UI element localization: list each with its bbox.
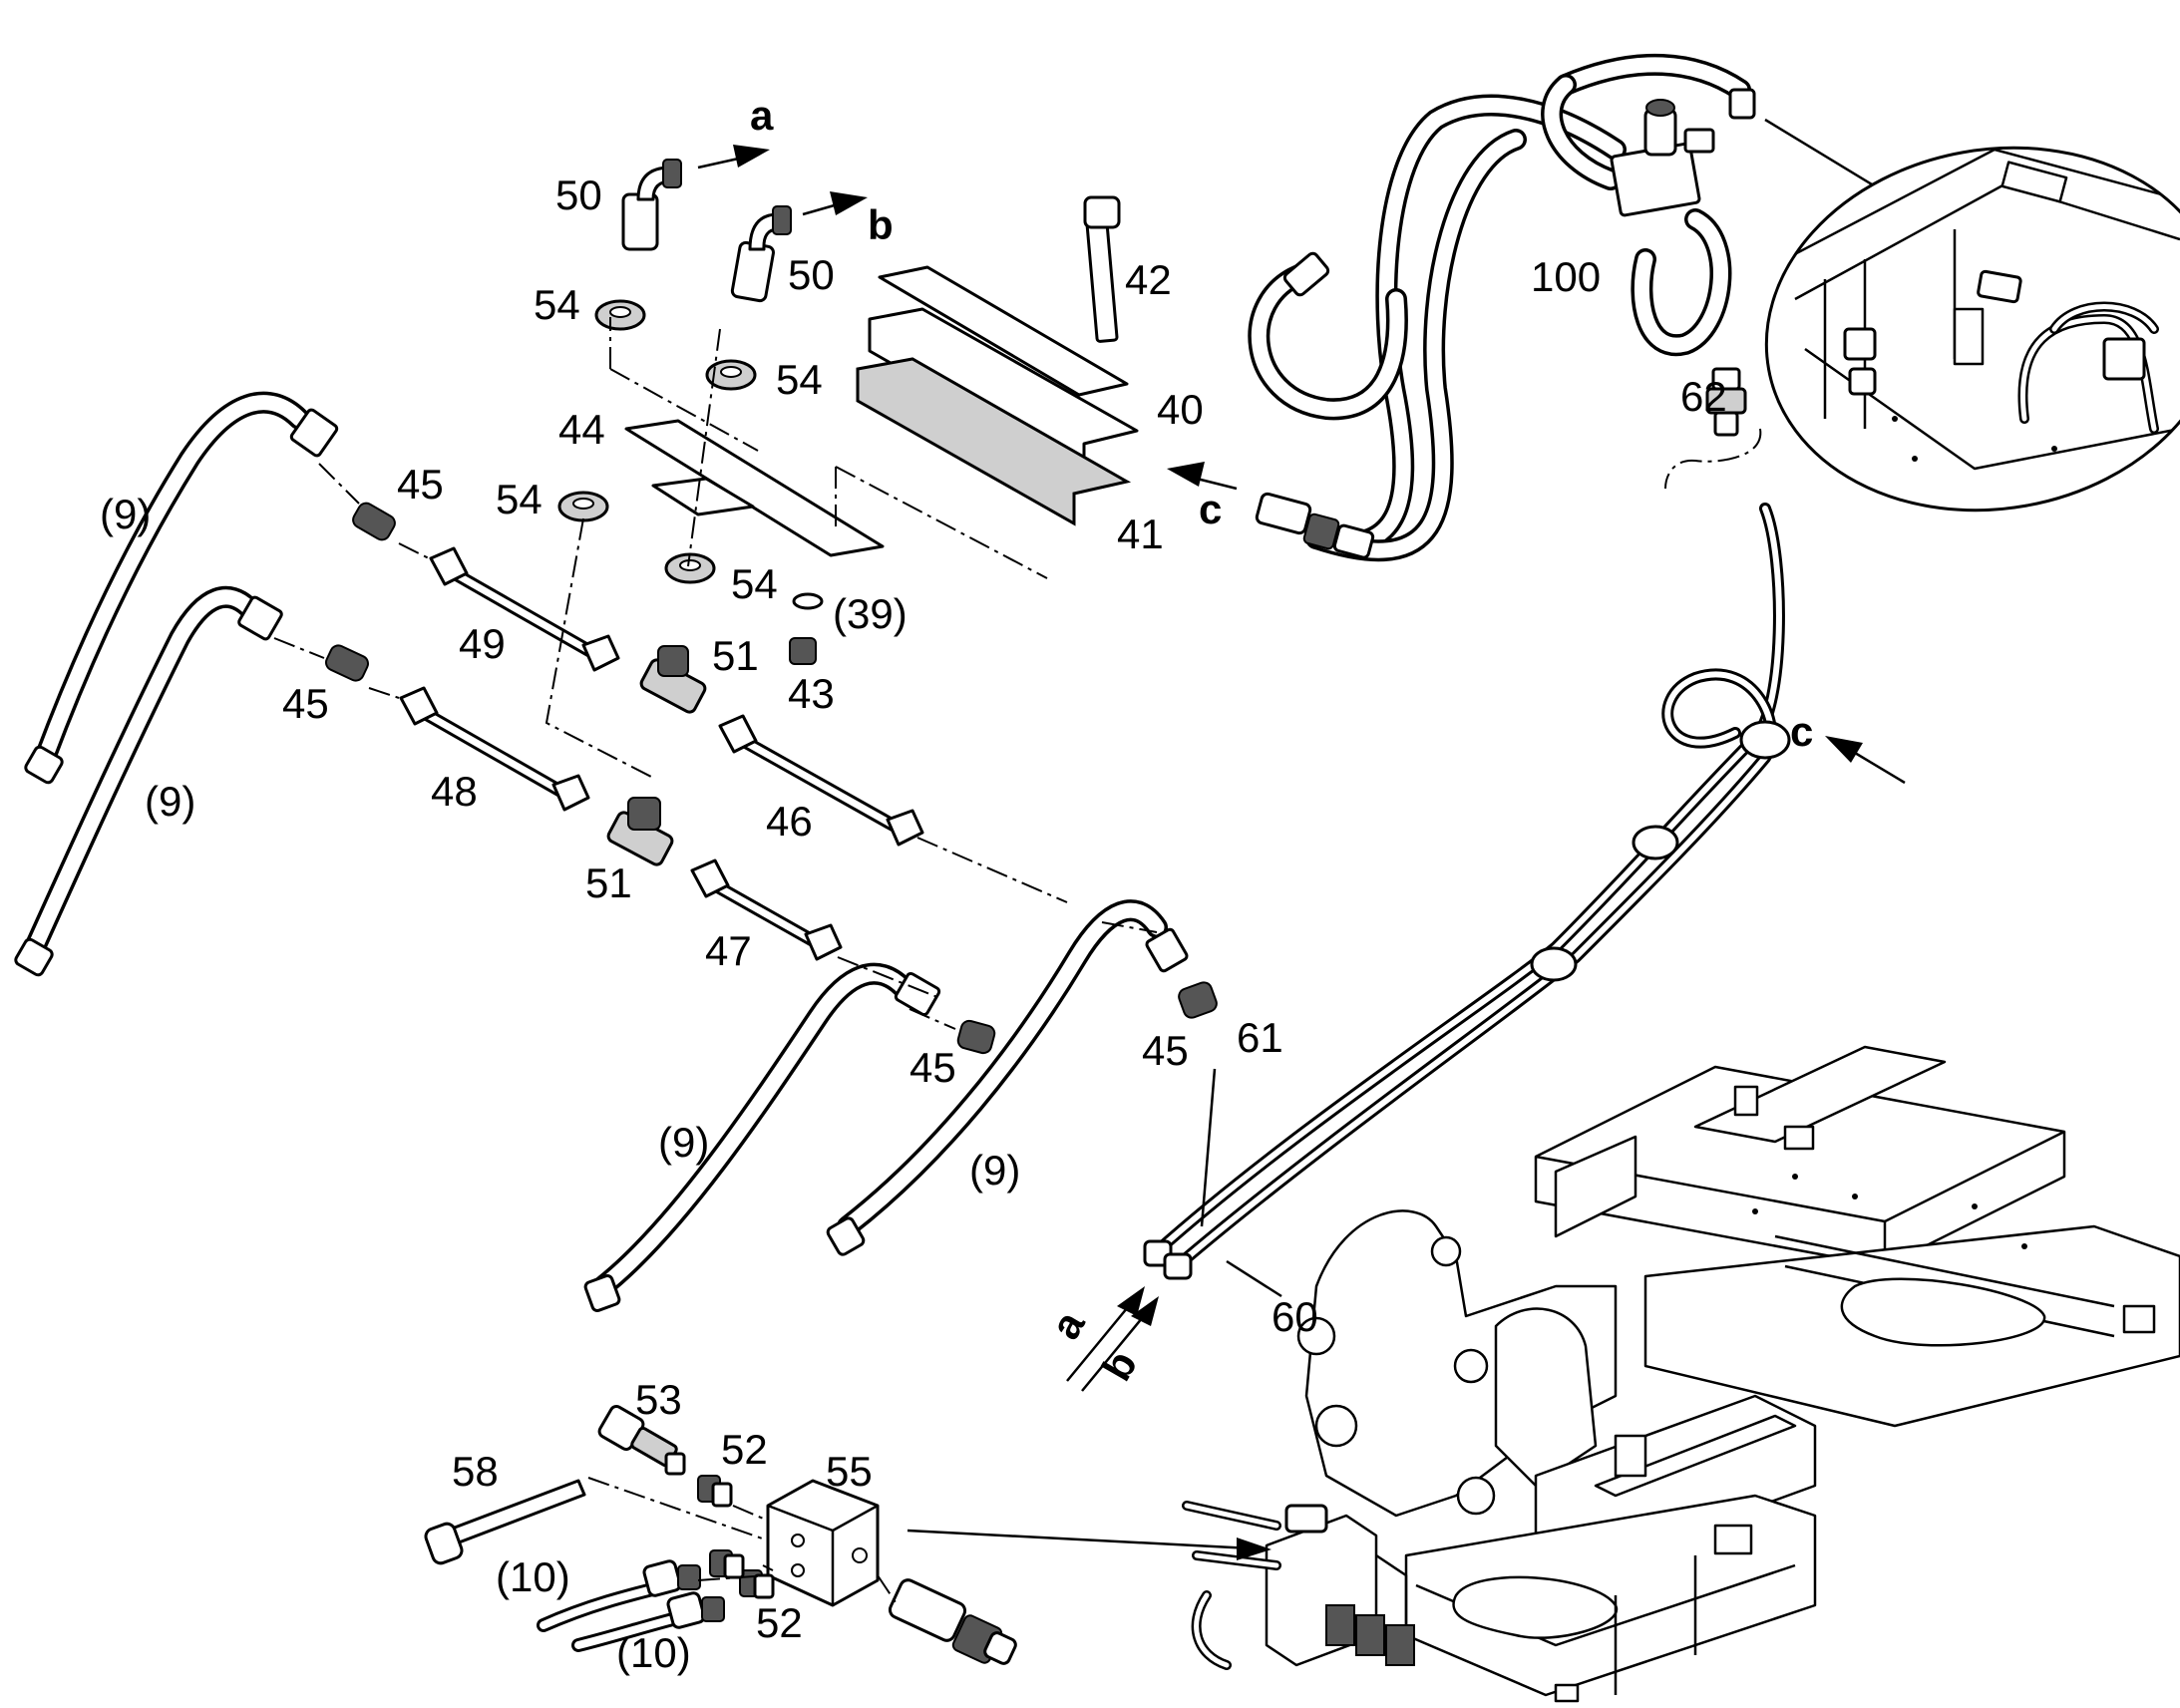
chassis-frame	[1296, 1045, 2180, 1703]
label-bottom-a: a	[1041, 1302, 1094, 1346]
nut-54-d	[664, 552, 716, 584]
nut-54-b	[705, 359, 757, 391]
bolt-58	[424, 1479, 586, 1565]
elbow-45-b	[325, 644, 369, 682]
label-9-c: (9)	[658, 1119, 709, 1166]
control-valve-block	[1182, 1501, 1415, 1670]
fitting-62	[1664, 367, 1762, 490]
arrows-ab-bottom	[1066, 1286, 1159, 1392]
label-10-a: (10)	[496, 1553, 570, 1600]
label-arrow-c: c	[1199, 486, 1222, 532]
hose-9-upper-left	[24, 391, 339, 785]
hose-9-lower-left	[14, 585, 283, 977]
alignment-lines-lower	[587, 1477, 899, 1606]
bolt-42	[1083, 195, 1121, 343]
label-62: 62	[1680, 373, 1727, 420]
label-arrow-a: a	[750, 92, 774, 139]
arrow-c-left	[1167, 462, 1238, 491]
elbow-45-d	[1178, 981, 1218, 1019]
tee-51-upper	[639, 645, 707, 714]
nut-54-a	[594, 299, 646, 331]
label-54-a: 54	[534, 281, 580, 328]
detail-view-ellipse	[1764, 146, 2180, 512]
label-right-c: c	[1790, 708, 1813, 755]
pipe-46	[718, 714, 924, 847]
callout-arrow-55	[1237, 1537, 1272, 1560]
adapter-52-top	[697, 1475, 733, 1508]
label-39: (39)	[833, 590, 908, 637]
label-50-b: 50	[788, 251, 835, 298]
nut-54-c	[557, 491, 609, 522]
tee-51-lower	[606, 797, 674, 866]
label-9-b: (9)	[145, 778, 195, 825]
elbow-50-b	[730, 205, 792, 303]
coupling-c	[1255, 492, 1375, 559]
label-45-b: 45	[282, 680, 329, 727]
label-52-a: 52	[721, 1426, 768, 1473]
label-44: 44	[558, 406, 605, 453]
label-49: 49	[459, 620, 506, 667]
pipe-47	[690, 858, 843, 961]
label-45-d: 45	[1142, 1027, 1189, 1074]
label-46: 46	[766, 798, 813, 845]
label-54-d: 54	[731, 560, 778, 607]
nut-43	[789, 592, 824, 665]
fitting-53	[597, 1404, 686, 1476]
label-9-d: (9)	[969, 1147, 1020, 1194]
hoses-10	[537, 1559, 725, 1652]
hose-assembly-100	[1248, 53, 1756, 562]
label-52-b: 52	[756, 1599, 803, 1646]
arrow-b-top	[802, 191, 868, 216]
label-48: 48	[431, 768, 478, 815]
hose-9-bottom-right	[826, 899, 1189, 1256]
label-100: 100	[1531, 253, 1601, 300]
pipe-49	[429, 546, 620, 672]
label-58: 58	[452, 1448, 499, 1495]
adapter-52-middle	[709, 1549, 745, 1579]
label-40: 40	[1157, 386, 1204, 433]
label-9-a: (9)	[100, 491, 151, 537]
elbow-45-c	[956, 1019, 996, 1055]
label-53: 53	[635, 1376, 682, 1423]
block-55	[766, 1479, 880, 1607]
label-bottom-b: b	[1093, 1343, 1147, 1389]
arrow-c-right	[1825, 736, 1906, 785]
arrow-a-top	[697, 145, 770, 170]
elbow-45-a	[352, 502, 396, 541]
label-10-b: (10)	[616, 1629, 691, 1676]
label-arrow-b: b	[868, 201, 894, 248]
adapter-52-bottom	[739, 1569, 775, 1599]
label-41: 41	[1117, 511, 1164, 557]
hose-9-bottom-center	[583, 962, 941, 1312]
label-45-c: 45	[909, 1044, 956, 1091]
callout-line-55	[907, 1529, 1253, 1550]
label-51-b: 51	[585, 859, 632, 906]
label-60: 60	[1272, 1293, 1318, 1340]
elbow-50-a	[621, 159, 682, 251]
plate-44	[624, 419, 885, 557]
label-50-a: 50	[555, 171, 602, 218]
label-61: 61	[1237, 1014, 1283, 1061]
label-54-c: 54	[496, 476, 543, 522]
hose-60-61	[1143, 503, 1791, 1298]
label-43: 43	[788, 670, 835, 717]
clamp-40-41	[856, 265, 1139, 526]
label-54-b: 54	[776, 356, 823, 403]
label-51-a: 51	[712, 632, 759, 679]
label-45-a: 45	[397, 461, 444, 508]
label-42: 42	[1125, 256, 1172, 303]
pipe-48	[399, 686, 590, 812]
sensor	[888, 1578, 1017, 1665]
label-47: 47	[705, 927, 752, 974]
label-55: 55	[826, 1448, 873, 1495]
alignment-lines-upper	[273, 317, 1158, 1030]
